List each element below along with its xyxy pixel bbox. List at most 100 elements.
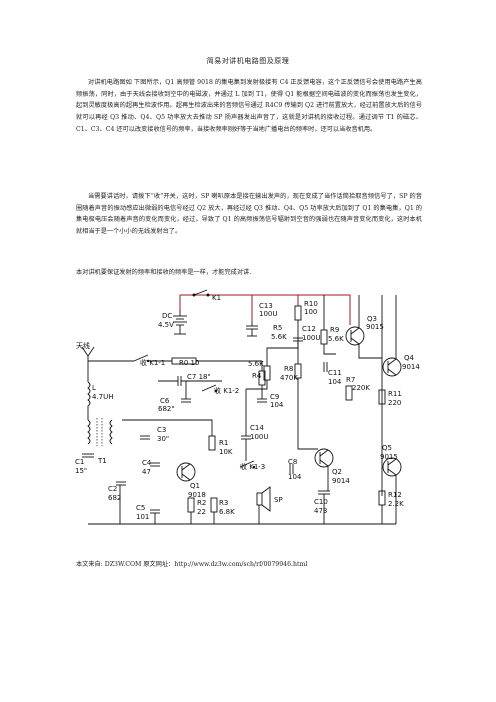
label-k1: K1 [212,294,221,302]
r1-resistor [208,435,216,451]
r11-resistor [378,389,386,405]
label-l: L [92,384,96,392]
k1-2-switch [201,384,218,393]
antenna-symbol [81,346,95,382]
label-c4-value: 47 [142,468,151,476]
label-c9: C9 [270,393,279,401]
label-c12: C12 [302,325,316,333]
c11-capacitor [323,362,328,372]
label-q1-value: 9018 [188,491,206,499]
c10-capacitor [318,490,330,495]
label-r5-value: 5.6K [271,333,287,341]
r2-resistor [187,497,195,513]
label-q5-value: 9015 [380,453,398,461]
c2-capacitor [116,481,126,486]
q3-transistor [345,295,382,359]
label-q4: Q4 [404,354,415,362]
label-r2: R2 [197,499,206,507]
c8-capacitor [289,464,294,474]
label-r8: R8 [284,365,293,373]
label-c11-value: 104 [328,378,342,386]
label-q2-value: 9014 [332,477,350,485]
label-c14-value: 100U [250,433,268,441]
label-l-value: 4.7UH [92,393,114,401]
inductor-l [87,381,91,420]
walkie-talkie-schematic: K1 DC 4.5V C13 100U R10 100 R5 5.6K C12 … [75,289,420,525]
label-r9-value: 5.6K [328,335,344,343]
label-c2: C2 [108,485,117,493]
document-title: 简易对讲机电路图及原理 [206,57,290,65]
c13-capacitor [246,322,258,337]
label-k1-3: 收 K1-3 [240,462,265,471]
label-r8-value: 470K [280,374,298,382]
source-prefix: 本文来自: DZ3W.COM 原文网址： [76,561,175,568]
label-r7-value: 220K [352,384,370,392]
label-r10-value: 100 [304,308,317,316]
label-q2: Q2 [332,468,342,476]
label-c3: C3 [157,426,166,434]
label-c9-value: 104 [270,401,284,409]
label-c11: C11 [328,369,342,377]
k1-switch [192,289,210,297]
r9-resistor [320,329,328,345]
frequency-note: 本对讲机要保证发射的频率和接收的频率是一样，才能完成对讲. [76,269,252,276]
label-r0: R0 10 [179,359,199,367]
label-r10: R10 [304,300,318,308]
battery-symbol [173,310,187,335]
label-sp: SP [274,496,283,504]
r7-resistor [345,385,353,401]
label-q4-value: 9014 [402,363,420,371]
label-c14: C14 [250,424,264,432]
label-c6-value: 682" [158,405,175,413]
label-r11: R11 [388,390,402,398]
label-r7: R7 [346,376,355,384]
label-c13-value: 100U [259,310,277,318]
c14-capacitor [241,389,251,461]
q4-transistor [382,295,402,377]
label-dc: DC [162,312,172,320]
c4-capacitor [150,462,160,467]
label-r3-value: 6.8K [219,508,235,516]
paragraph-transmit-principle: 当需要讲话时，请拨下“收”开关，这时，SP 喇叭原本是接在输出发声的，现在变成了… [76,193,422,235]
label-r4: R4 [252,372,262,380]
label-k1-2: 收 K1-2 [214,386,239,395]
paragraph-receive-principle: 对讲机电路图如 下图所示，Q1 高频管 9018 的集电集到发射极接有 C4 正… [76,79,422,133]
source-line: 本文来自: DZ3W.COM 原文网址：http://www.dz3w.com/… [76,559,307,568]
label-antenna: 天线 [76,341,90,350]
label-r1: R1 [219,439,228,447]
c6-capacitor [181,381,191,403]
label-q3-value: 9015 [366,323,384,331]
r10-resistor [294,305,302,321]
label-r9: R9 [330,326,339,334]
label-k1-1: 收 K1-1 [140,358,165,367]
k1-3-switch [239,460,256,469]
label-q1: Q1 [190,482,200,490]
label-4-5v: 4.5V [158,321,174,329]
label-c10-value: 473 [314,507,327,515]
label-c1-value: 15" [75,467,87,475]
label-r12: R12 [388,491,402,499]
positive-rail [180,294,351,325]
q2-transistor [314,448,334,491]
label-c2-value: 682 [108,494,121,502]
label-q3: Q3 [367,315,377,323]
label-r12-value: 2.2K [388,500,404,508]
c12-capacitor [293,337,303,348]
label-r11-value: 220 [388,399,401,407]
label-c5: C5 [136,504,145,512]
label-c5-value: 101 [136,513,149,521]
label-c8-value: 104 [288,473,302,481]
q5-transistor [382,457,402,524]
source-link[interactable]: http://www.dz3w.com/sch/rf/0079946.html [174,561,308,568]
c7-capacitor [158,376,222,386]
c5-capacitor [150,509,160,514]
label-c13: C13 [259,302,273,310]
label-c6: C6 [160,397,170,405]
c1-capacitor [82,453,94,458]
label-r5: R5 [273,324,282,332]
q1-transistor [176,462,196,482]
label-t1: T1 [97,457,107,465]
speaker-symbol [256,486,271,512]
t1-transformer [87,418,113,446]
c9-capacitor [257,398,267,403]
